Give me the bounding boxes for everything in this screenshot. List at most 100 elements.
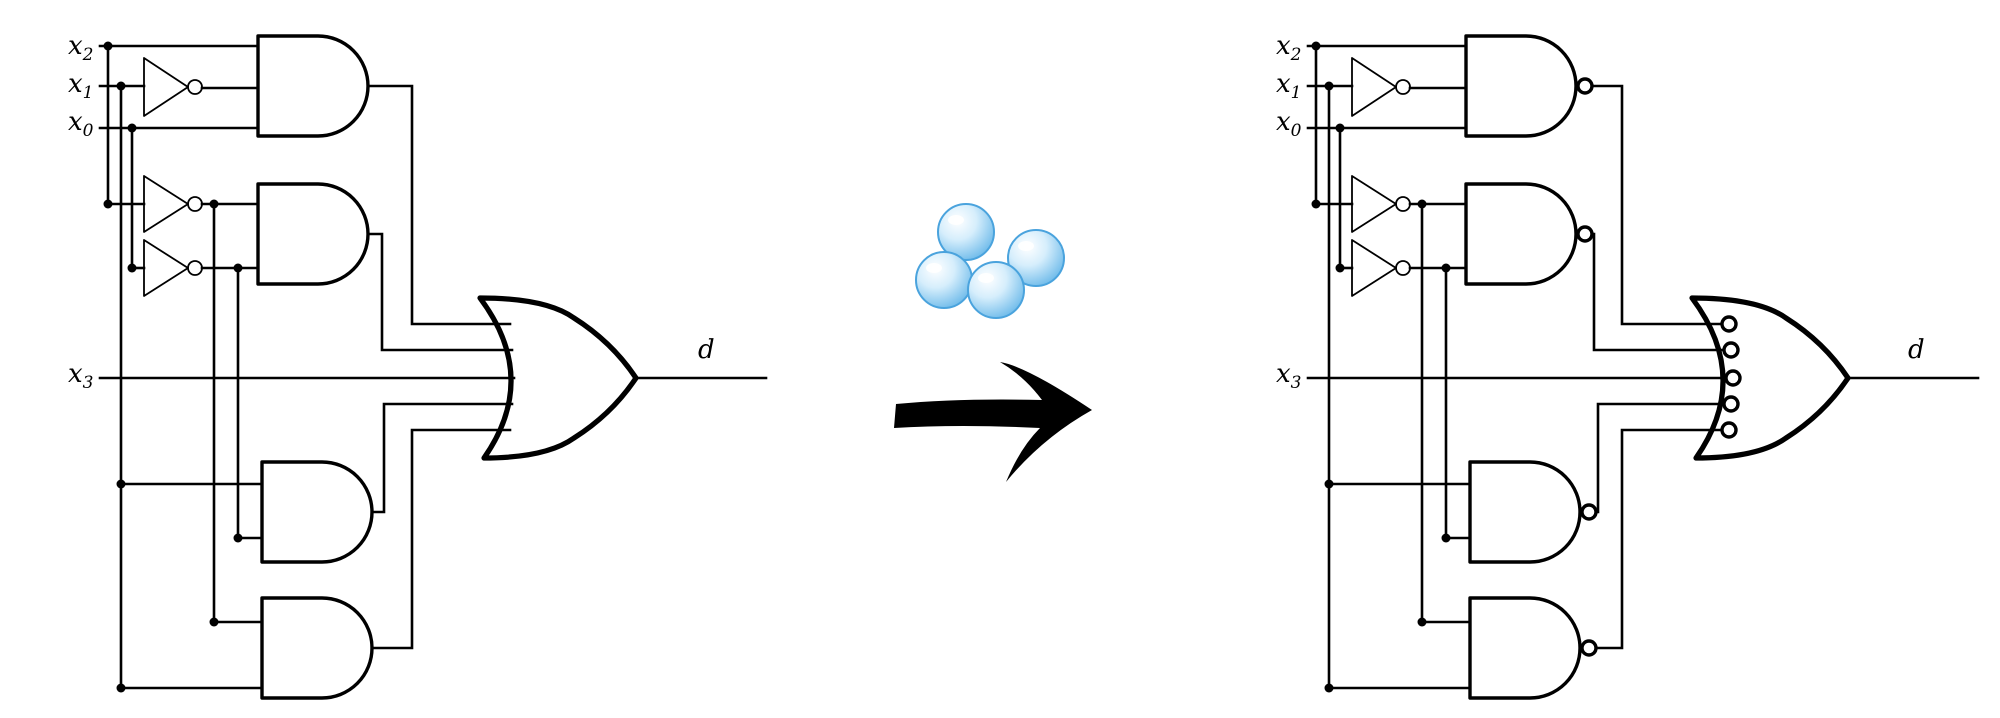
input-label-x2: x2 bbox=[1276, 31, 1302, 65]
inversion-bubble bbox=[1395, 260, 1411, 276]
not-gate-x0 bbox=[143, 239, 203, 297]
junction-dot bbox=[1311, 199, 1321, 209]
junction-dot bbox=[1324, 479, 1334, 489]
inversion-bubble bbox=[1724, 369, 1742, 387]
wire-nand1-out bbox=[1590, 84, 1724, 326]
nand-gate-3 bbox=[1468, 460, 1598, 564]
nand-gate-2 bbox=[1464, 182, 1594, 286]
wire-not-x0-branch bbox=[236, 266, 264, 540]
not-gate-body bbox=[1351, 239, 1397, 297]
inversion-bubble bbox=[1580, 639, 1598, 657]
inversion-bubble bbox=[1722, 341, 1740, 359]
and-or-circuit: x2 x1 x0 x3 d bbox=[68, 31, 768, 700]
wire-and3-out bbox=[370, 402, 514, 514]
input-label-x3: x3 bbox=[1276, 359, 1302, 393]
wire-and2-out bbox=[366, 232, 514, 352]
not-gate-x2 bbox=[1351, 175, 1411, 233]
junction-dot bbox=[103, 199, 113, 209]
bubble bbox=[967, 261, 1025, 319]
inversion-bubble bbox=[187, 79, 203, 95]
or-gate bbox=[477, 295, 639, 461]
bubble-highlight bbox=[926, 263, 942, 273]
and-gate-1 bbox=[256, 34, 370, 138]
inverters bbox=[1351, 57, 1411, 297]
input-label-x1: x1 bbox=[1276, 69, 1302, 103]
inversion-bubble bbox=[187, 260, 203, 276]
output-label-d: d bbox=[698, 335, 715, 365]
not-gate-body bbox=[143, 175, 189, 233]
inversion-bubble bbox=[1720, 421, 1738, 439]
bubbles-icon bbox=[915, 203, 1065, 319]
junction-dot bbox=[1335, 123, 1345, 133]
input-label-x2: x2 bbox=[68, 31, 94, 65]
not-gate-x0 bbox=[1351, 239, 1411, 297]
inversion-bubble bbox=[1720, 315, 1738, 333]
inversion-bubble bbox=[1580, 503, 1598, 521]
and-gates bbox=[256, 34, 374, 700]
not-gate-body bbox=[143, 57, 189, 117]
nand-gate-body bbox=[1464, 182, 1578, 286]
wire-nand2-out bbox=[1590, 232, 1726, 352]
and-gate-4 bbox=[260, 596, 374, 700]
junction-dot bbox=[1311, 41, 1321, 51]
nand-gate-body bbox=[1468, 596, 1582, 700]
nand-gate-1 bbox=[1464, 34, 1594, 138]
nand-gate-body bbox=[1464, 34, 1578, 138]
not-gate-body bbox=[1351, 175, 1397, 233]
junction-dot bbox=[127, 263, 137, 273]
not-gate-x1 bbox=[1351, 57, 1411, 117]
junction-dot bbox=[1417, 617, 1427, 627]
junction-dot bbox=[1324, 81, 1334, 91]
junction-dot bbox=[116, 81, 126, 91]
not-gate-body bbox=[143, 239, 189, 297]
junction-dot bbox=[1441, 263, 1451, 273]
junction-dot bbox=[209, 199, 219, 209]
bubble bbox=[915, 251, 973, 309]
output-label-d: d bbox=[1908, 335, 1925, 365]
and-gate-3 bbox=[260, 460, 374, 564]
and-gate-2 bbox=[256, 182, 370, 286]
inversion-bubble bbox=[1576, 77, 1594, 95]
junction-dot bbox=[1324, 683, 1334, 693]
bubble-highlight bbox=[1018, 241, 1034, 251]
junction-dot bbox=[233, 533, 243, 543]
not-gate-x1 bbox=[143, 57, 203, 117]
wires bbox=[1306, 44, 1980, 690]
bubble-highlight bbox=[948, 215, 964, 225]
wire-and4-out bbox=[370, 428, 512, 650]
wire-and1-out bbox=[366, 84, 512, 326]
inversion-bubble bbox=[187, 196, 203, 212]
or-gate-body bbox=[477, 295, 639, 461]
junction-dot bbox=[233, 263, 243, 273]
inversion-bubble bbox=[1395, 196, 1411, 212]
inverters bbox=[143, 57, 203, 297]
junction-dot bbox=[103, 41, 113, 51]
not-gate-body bbox=[1351, 57, 1397, 117]
input-label-x0: x0 bbox=[68, 107, 94, 141]
junction-dot bbox=[1441, 533, 1451, 543]
nand-nand-circuit: x2 x1 x0 x3 d bbox=[1276, 31, 1980, 700]
nand-gates bbox=[1464, 34, 1598, 700]
wires bbox=[98, 44, 768, 690]
arrow-shape bbox=[894, 362, 1092, 482]
inversion-bubble bbox=[1576, 225, 1594, 243]
wire-not-x0-branch bbox=[1444, 266, 1472, 540]
input-label-x1: x1 bbox=[68, 69, 94, 103]
junction-dot bbox=[209, 617, 219, 627]
or-gate-body bbox=[1689, 295, 1851, 461]
junction-dot bbox=[116, 479, 126, 489]
junction-dot bbox=[116, 683, 126, 693]
junction-dot bbox=[1417, 199, 1427, 209]
not-gate-x2 bbox=[143, 175, 203, 233]
junction-dots bbox=[1311, 41, 1451, 693]
right-arrow-icon bbox=[894, 362, 1092, 482]
input-label-x3: x3 bbox=[68, 359, 94, 393]
nand-gate-4 bbox=[1468, 596, 1598, 700]
inversion-bubble bbox=[1722, 395, 1740, 413]
inversion-bubble bbox=[1395, 79, 1411, 95]
bubble-highlight bbox=[978, 273, 994, 283]
input-label-x0: x0 bbox=[1276, 107, 1302, 141]
transform-symbol bbox=[894, 203, 1092, 482]
